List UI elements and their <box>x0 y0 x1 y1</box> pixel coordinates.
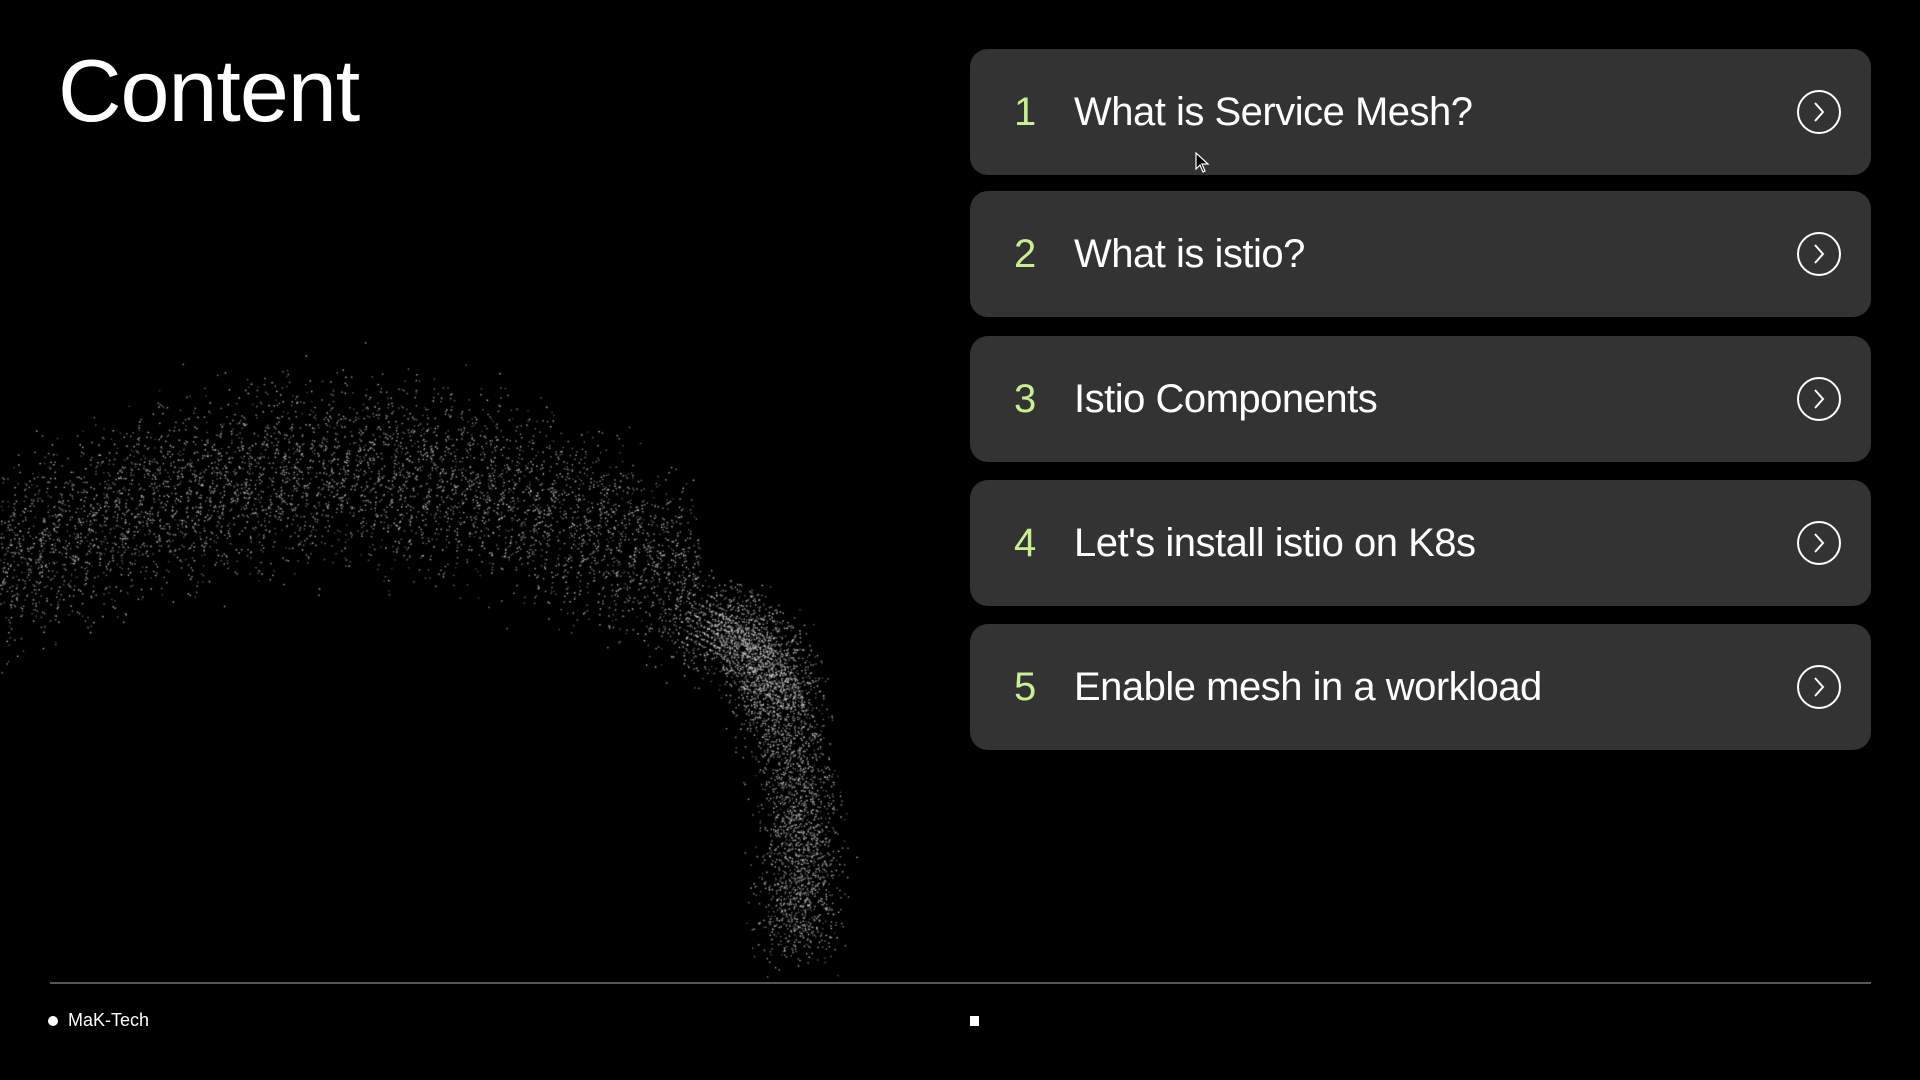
chevron-right-icon[interactable] <box>1797 665 1841 709</box>
item-label: Istio Components <box>1074 376 1378 421</box>
chevron-right-icon[interactable] <box>1797 377 1841 421</box>
item-label: Enable mesh in a workload <box>1074 664 1542 709</box>
mouse-cursor-icon <box>1195 152 1210 173</box>
particle-background <box>0 330 1100 980</box>
agenda-item-4[interactable]: 4 Let's install istio on K8s <box>970 480 1871 606</box>
chevron-right-icon[interactable] <box>1797 232 1841 276</box>
agenda-item-1[interactable]: 1 What is Service Mesh? <box>970 49 1871 175</box>
agenda-item-5[interactable]: 5 Enable mesh in a workload <box>970 624 1871 750</box>
item-number: 4 <box>1014 520 1037 565</box>
item-number: 5 <box>1014 664 1037 709</box>
chevron-right-icon[interactable] <box>1797 90 1841 134</box>
slide-indicator[interactable] <box>970 1016 979 1026</box>
item-label: What is istio? <box>1074 231 1305 276</box>
footer: MaK-Tech <box>48 1010 149 1031</box>
agenda-item-3[interactable]: 3 Istio Components <box>970 336 1871 462</box>
item-number: 1 <box>1014 89 1037 134</box>
page-title: Content <box>58 41 360 140</box>
item-number: 2 <box>1014 231 1037 276</box>
item-number: 3 <box>1014 376 1037 421</box>
footer-divider <box>50 982 1871 984</box>
agenda-item-2[interactable]: 2 What is istio? <box>970 191 1871 317</box>
bullet-icon <box>48 1015 58 1026</box>
item-label: Let's install istio on K8s <box>1074 520 1476 565</box>
footer-brand: MaK-Tech <box>68 1010 150 1030</box>
chevron-right-icon[interactable] <box>1797 521 1841 565</box>
item-label: What is Service Mesh? <box>1074 89 1473 134</box>
